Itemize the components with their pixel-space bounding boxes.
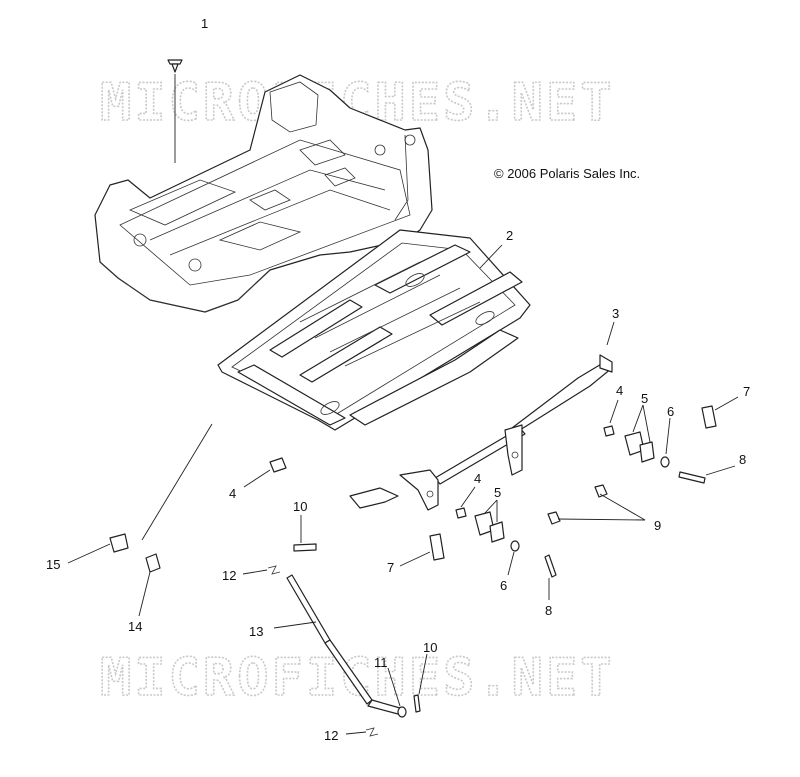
callout-4-right: 4 <box>616 383 623 398</box>
part-5-bushing-b <box>474 511 505 543</box>
callout-5-center: 5 <box>494 485 501 500</box>
part-3-release-lever <box>349 354 613 511</box>
callout-13: 13 <box>249 624 263 639</box>
part-12-clip-b <box>365 727 379 737</box>
callout-11: 11 <box>374 655 388 670</box>
part-10-pin-a <box>293 543 317 552</box>
callout-9: 9 <box>654 518 661 533</box>
cargo-box-tub <box>94 74 433 313</box>
part-4-grommet <box>269 457 287 473</box>
part-4-nut-a <box>603 425 615 437</box>
callout-4-center: 4 <box>474 471 481 486</box>
callout-7-right: 7 <box>743 384 750 399</box>
part-15-bolt <box>109 533 129 553</box>
callout-6-right: 6 <box>667 404 674 419</box>
part-8-pin-b <box>544 554 557 578</box>
callout-6-center: 6 <box>500 578 507 593</box>
copyright-text: © 2006 Polaris Sales Inc. <box>494 166 640 181</box>
callout-4-left: 4 <box>229 486 236 501</box>
callout-15: 15 <box>46 557 60 572</box>
watermark-top: MICROFICHES.NET <box>100 73 615 133</box>
callout-10-upper: 10 <box>293 499 307 514</box>
part-1-screw <box>167 59 183 73</box>
part-7-spring-a <box>701 405 717 429</box>
part-2-frame <box>217 229 531 431</box>
callout-10-lower: 10 <box>423 640 437 655</box>
callout-5-right: 5 <box>641 391 648 406</box>
part-8-pin-a <box>678 471 706 484</box>
callout-14: 14 <box>128 619 142 634</box>
part-10-pin-b <box>413 694 421 713</box>
part-6-washer-b <box>510 540 520 552</box>
callout-1: 1 <box>201 16 208 31</box>
callout-12-upper: 12 <box>222 568 236 583</box>
part-9-nut-b <box>547 511 561 525</box>
part-11-washer <box>397 706 407 718</box>
callout-8-center: 8 <box>545 603 552 618</box>
callout-3: 3 <box>612 306 619 321</box>
callout-8-right: 8 <box>739 452 746 467</box>
part-14-nut <box>145 553 161 573</box>
part-7-spring-b <box>429 533 445 561</box>
part-4-nut-b <box>455 507 467 519</box>
part-9-nut-a <box>594 484 608 498</box>
part-5-bushing-a <box>624 431 655 463</box>
callout-2: 2 <box>506 228 513 243</box>
callout-7-center: 7 <box>387 560 394 575</box>
watermark-bottom: MICROFICHES.NET <box>100 648 615 708</box>
callout-12-lower: 12 <box>324 728 338 743</box>
part-6-washer-a <box>660 456 670 468</box>
part-12-clip-a <box>267 565 281 575</box>
